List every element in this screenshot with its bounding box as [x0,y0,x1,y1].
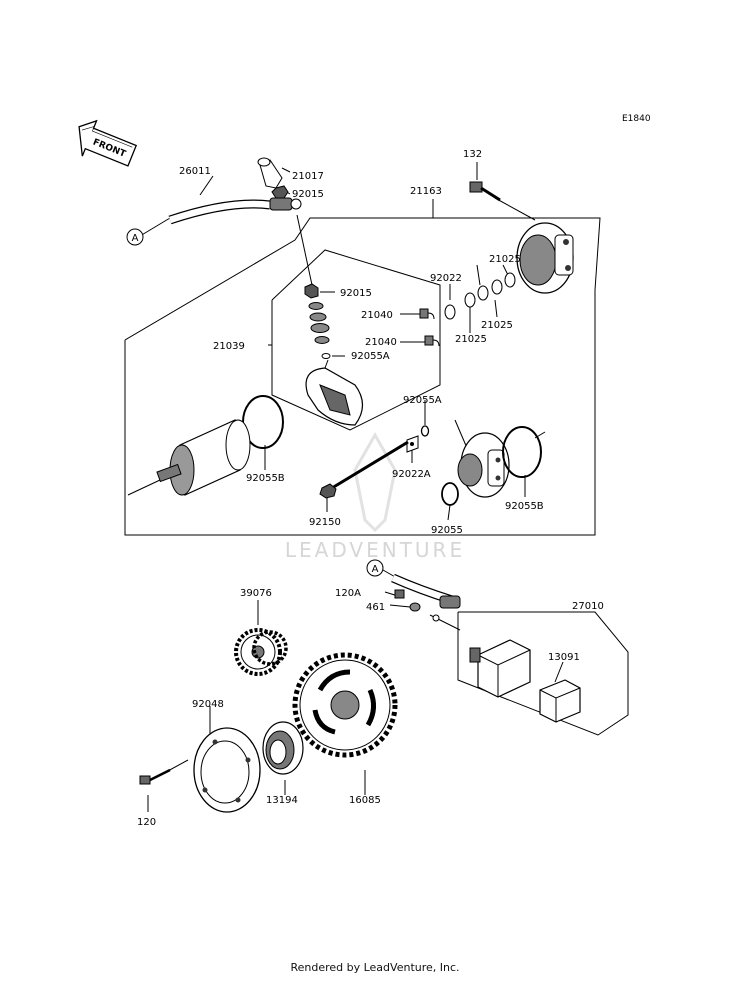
terminal-cap[interactable] [257,157,283,189]
label-92055: 92055 [431,525,463,536]
callout-a-bottom: A [366,559,384,577]
washer-92022A[interactable] [406,435,419,453]
label-92015-mid: 92015 [340,288,372,299]
label-13091: 13091 [548,652,580,663]
label-92048: 92048 [192,699,224,710]
svg-text:A: A [372,564,379,575]
watermark: LEADVENTURE [285,431,465,562]
label-21025-b: 21025 [481,320,513,331]
brush-b[interactable] [424,335,440,347]
o-ring-92055[interactable] [441,482,459,506]
o-ring-small[interactable] [420,425,430,437]
motor-yoke[interactable] [156,419,251,496]
label-92022: 92022 [430,273,462,284]
upper-frame-lines [124,162,601,536]
starter-cable[interactable] [168,197,302,225]
nut-top[interactable] [271,185,289,199]
starter-clutch-gear[interactable] [292,652,398,758]
starter-relay[interactable] [469,639,531,698]
relay-boot[interactable] [539,679,581,723]
label-16085: 16085 [349,795,381,806]
label-21040-b: 21040 [365,337,397,348]
part-labels: 26011 21017 92015 132 21163 21025 21025 … [137,149,604,828]
label-92055A-a: 92055A [351,351,390,362]
clutch-housing[interactable] [193,727,261,813]
terminal-stack[interactable] [304,283,331,359]
bolt-132[interactable] [469,181,501,202]
bolt-120[interactable] [139,768,171,785]
lower-frame-lines [147,569,629,812]
label-92022A: 92022A [392,469,431,480]
label-92055A-b: 92055A [403,395,442,406]
relay-cable[interactable] [391,573,461,622]
callout-a-top: A [126,228,144,246]
label-26011: 26011 [179,166,211,177]
label-92055B-a: 92055B [246,473,285,484]
washer-92022[interactable] [444,304,456,320]
label-120: 120 [137,817,156,828]
label-21163: 21163 [410,186,442,197]
front-arrow-icon: FRONT [78,119,138,167]
label-21025-c: 21025 [455,334,487,345]
label-13194: 13194 [266,795,298,806]
label-120A: 120A [335,588,361,599]
diagram-code: E1840 [622,114,651,124]
label-92015-top: 92015 [292,189,324,200]
brush-holder[interactable] [305,359,364,426]
rear-cover[interactable] [516,222,574,294]
label-21039: 21039 [213,341,245,352]
label-39076: 39076 [240,588,272,599]
o-ring-right[interactable] [502,426,542,478]
watermark-text: LEADVENTURE [285,538,465,562]
label-92055B-b: 92055B [505,501,544,512]
washer-461[interactable] [409,602,421,612]
svg-text:A: A [132,233,139,244]
label-27010: 27010 [572,601,604,612]
through-bolt[interactable] [319,440,409,499]
label-132: 132 [463,149,482,160]
one-way-clutch[interactable] [262,721,304,775]
washer-set[interactable] [464,272,516,308]
front-cover[interactable] [457,432,510,498]
bolt-120A[interactable] [394,589,405,599]
idle-gear[interactable] [234,628,288,676]
label-21017: 21017 [292,171,324,182]
label-92150: 92150 [309,517,341,528]
label-461: 461 [366,602,385,613]
brush-a[interactable] [419,308,435,320]
footer-credit: Rendered by LeadVenture, Inc. [290,961,460,974]
label-21025-a: 21025 [489,254,521,265]
label-21040-a: 21040 [361,310,393,321]
